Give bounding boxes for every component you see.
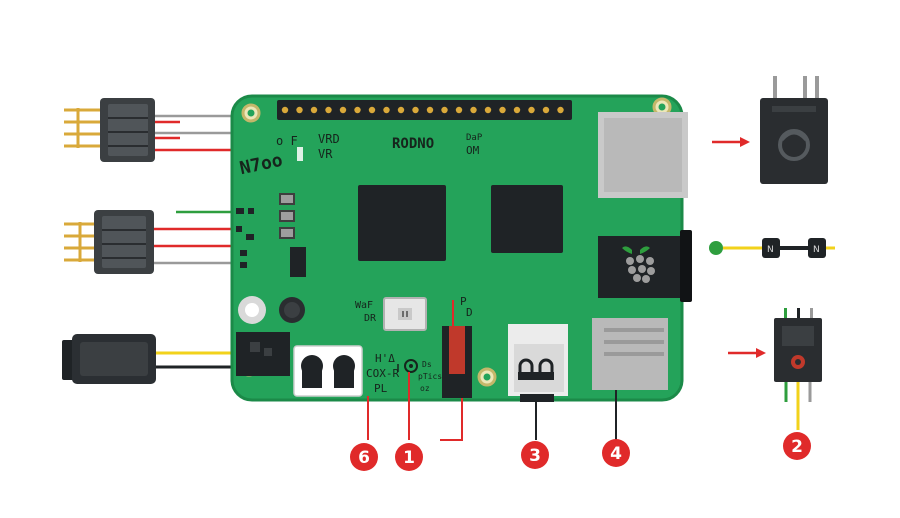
memory-chip [491, 185, 563, 253]
right-module-bottom [728, 308, 822, 430]
ethernet-port [598, 112, 688, 198]
gpio-pin [426, 106, 434, 114]
gpio-header [277, 100, 572, 120]
silk-label-top-left-1: o F [276, 134, 298, 148]
gpio-pin [513, 106, 521, 114]
gpio-pin [383, 106, 390, 114]
gpio-pin [484, 106, 492, 114]
callout-lines [367, 372, 617, 441]
gpio-pin [339, 106, 347, 114]
smd-components [236, 193, 306, 277]
callout-3: 3 [521, 441, 549, 469]
wifi-label-1: WaF [355, 300, 373, 311]
silk-label-top-right-2: OM [466, 144, 480, 157]
audio-jack-block [293, 345, 363, 397]
silk-label-mid-5: pTics [418, 372, 442, 381]
pd-connector [442, 300, 472, 398]
gpio-pin [412, 106, 419, 114]
left-connector-middle [64, 210, 236, 274]
power-connector [236, 332, 290, 376]
board-name-label: RODNO [392, 136, 434, 152]
silk-label-top-right-1: DaP [466, 133, 483, 143]
gpio-pin [397, 106, 405, 114]
svg-text:4: 4 [610, 444, 622, 464]
wifi-label-2: DR [364, 313, 377, 324]
gpio-pin [528, 106, 535, 114]
silk-label-mid-4: Ds [422, 360, 432, 369]
gpio-pin [542, 106, 550, 114]
left-connector-top [64, 98, 236, 162]
connector-pins [64, 108, 104, 148]
silk-label-mid-2: COX-R [366, 367, 399, 380]
wifi-module [383, 297, 427, 331]
gpio-pin [499, 106, 506, 114]
gpio-pins [281, 106, 564, 114]
raspberry-logo-icon [622, 246, 655, 283]
inline-module: N N [709, 238, 835, 258]
pd-label-1: P [460, 295, 467, 308]
silk-label-mid-3: PL [374, 382, 388, 395]
callout-4: 4 [602, 439, 630, 467]
svg-text:3: 3 [529, 446, 541, 466]
left-connector-bottom [62, 334, 246, 384]
inline-module-label-left: N [767, 245, 774, 255]
usb-port-3 [508, 324, 568, 402]
silk-label-mid-1: H'Δ [375, 352, 395, 365]
gpio-pin [296, 106, 303, 114]
svg-text:6: 6 [358, 448, 370, 468]
callout-1: 1 [395, 443, 423, 471]
usb-port-block [598, 230, 692, 302]
silk-label-mid-6: oz [420, 384, 430, 393]
gpio-pin [557, 106, 564, 114]
pd-label-2: D [466, 306, 473, 319]
connector-wires [155, 114, 236, 152]
gpio-pin [354, 106, 361, 114]
silk-label-top-left-3: VRD [318, 132, 340, 146]
gpio-pin [455, 106, 463, 114]
gpio-pin [310, 106, 318, 114]
main-processor-chip [358, 185, 446, 261]
right-module-top [760, 76, 828, 184]
gpio-pin [470, 106, 477, 114]
svg-text:1: 1 [403, 448, 415, 468]
gpio-pin [325, 106, 332, 114]
arrow-right-icon [712, 137, 750, 147]
gpio-pin [441, 106, 448, 114]
gpio-pin [368, 106, 376, 114]
gpio-pin [281, 106, 289, 114]
svg-text:2: 2 [791, 437, 803, 457]
callout-6: 6 [350, 443, 378, 471]
callout-2: 2 [783, 432, 811, 460]
round-components [238, 296, 305, 324]
silk-label-top-left-2: VR [318, 147, 333, 161]
usb-port-lower [592, 318, 668, 390]
inline-module-label-right: N [813, 245, 820, 255]
